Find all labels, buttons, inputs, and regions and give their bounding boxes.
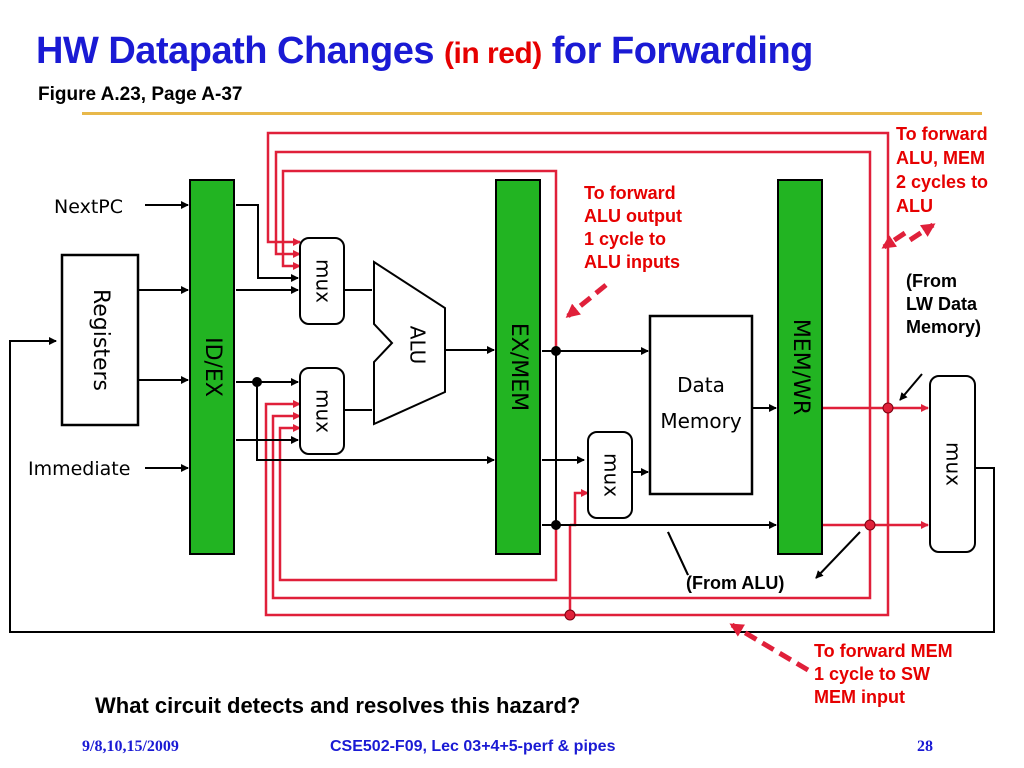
alu-shape (373, 260, 446, 426)
title-red: (in red) (444, 37, 542, 70)
fwd-sw-dashed-arrow (729, 622, 810, 673)
nextpc-label: NextPC (54, 196, 123, 218)
junction-dots (252, 346, 894, 621)
footer-page-number: 28 (917, 738, 933, 755)
id-ex-label: ID/EX (200, 337, 225, 397)
alu-input-mux-bottom (299, 367, 345, 455)
fwd-mem2-line-4: ALU (896, 196, 933, 216)
from-alu-label: (From ALU) (686, 573, 784, 593)
data-memory-box (648, 314, 754, 496)
fwd-alu-line-1: To forward (584, 183, 676, 203)
mux-mem-label: mux (600, 453, 624, 497)
fwd-mem2-line-3: 2 cycles to (896, 172, 988, 192)
from-lw-line-1: (From (906, 271, 957, 291)
footer-date: 9/8,10,15/2009 (82, 738, 179, 755)
from-lw-line-3: Memory) (906, 317, 981, 337)
id-ex-register (189, 179, 235, 555)
footer-course: CSE502-F09, Lec 03+4+5-perf & pipes (330, 738, 616, 755)
fwd-mem2-line-1: To forward (896, 124, 988, 144)
registers-box (60, 253, 140, 427)
ex-mem-label: EX/MEM (506, 323, 531, 411)
writeback-mux (929, 375, 976, 553)
ex-mem-register (495, 179, 541, 555)
fwd-mem2-dashed-arrow-1 (881, 230, 907, 250)
fwd-mem2-dashed-arrow-2 (908, 222, 936, 243)
registers-label: Registers (88, 289, 113, 391)
alu-input-mux-top (299, 237, 345, 325)
mux-bottom-label: mux (312, 389, 336, 433)
figure-reference: Figure A.23, Page A-37 (38, 84, 243, 105)
mem-input-mux (587, 431, 633, 519)
title-rule (82, 112, 982, 115)
forwarding-paths (264, 131, 929, 617)
slide-title: HW Datapath Changes (in red) for Forward… (36, 30, 813, 73)
immediate-label: Immediate (28, 458, 130, 480)
title-part1: HW Datapath Changes (36, 30, 445, 72)
fwd-sw-line-3: MEM input (814, 687, 905, 707)
data-memory-label-1: Data (677, 373, 725, 397)
alu-label: ALU (406, 326, 430, 364)
fwd-alu-dashed-arrow (565, 283, 608, 318)
fwd-alu-line-2: ALU output (584, 206, 682, 226)
mem-wr-register (777, 179, 823, 555)
fwd-sw-line-1: To forward MEM (814, 641, 953, 661)
mux-wb-label: mux (942, 442, 966, 486)
hazard-question: What circuit detects and resolves this h… (95, 693, 581, 718)
fwd-alu-line-3: 1 cycle to (584, 229, 666, 249)
fwd-alu-line-4: ALU inputs (584, 252, 680, 272)
fwd-sw-line-2: 1 cycle to SW (814, 664, 930, 684)
data-memory-label-2: Memory (660, 409, 742, 433)
mux-top-label: mux (312, 259, 336, 303)
datapath-wires (9, 201, 995, 633)
title-part2: for Forwarding (541, 30, 814, 72)
fwd-mem2-line-2: ALU, MEM (896, 148, 985, 168)
from-lw-line-2: LW Data (906, 294, 978, 314)
mem-wr-label: MEM/WR (788, 319, 813, 415)
